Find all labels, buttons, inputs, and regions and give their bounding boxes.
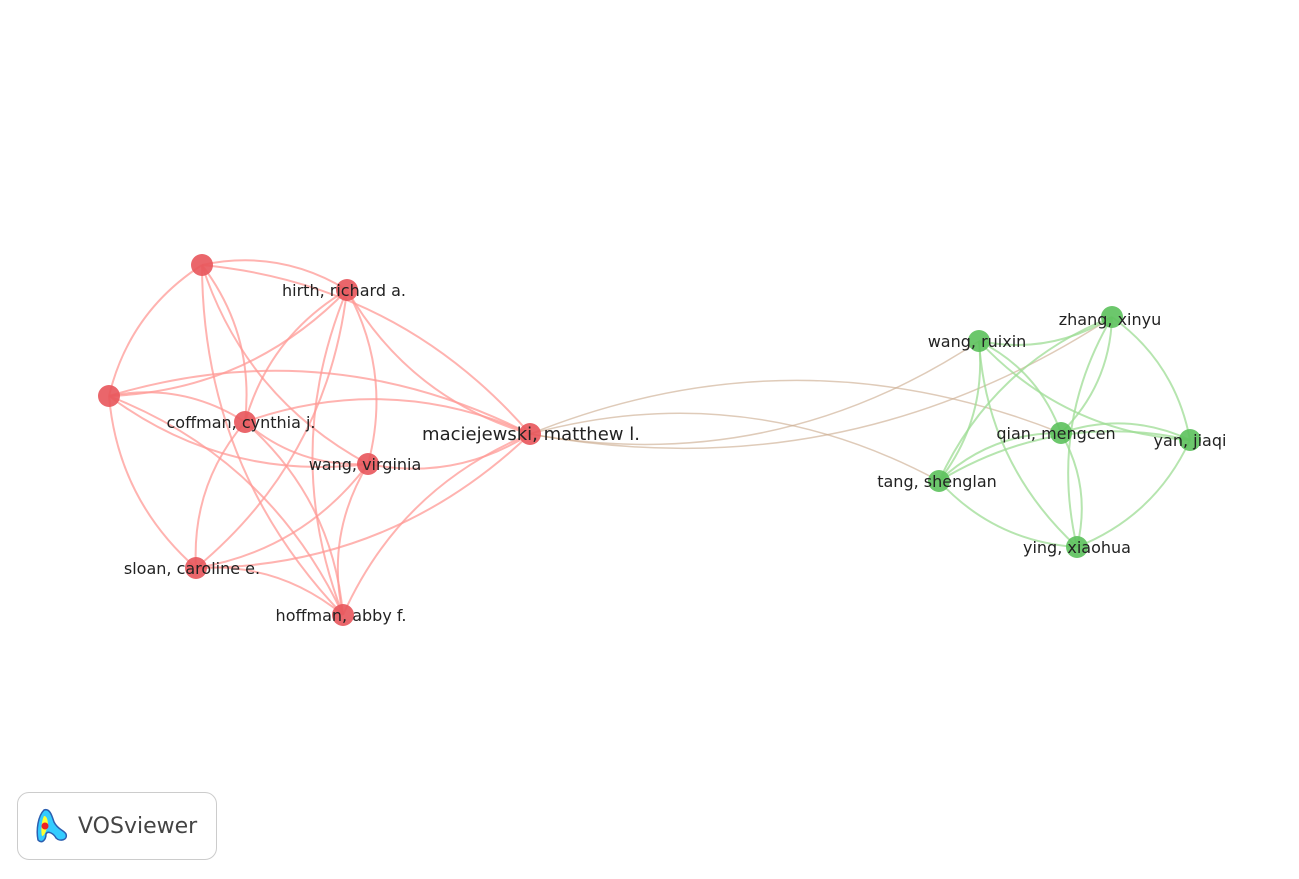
link-wangv-mac <box>367 433 531 470</box>
node-label-hirth[interactable]: hirth, richard a. <box>282 281 406 300</box>
link-zhang-qian <box>1060 316 1113 434</box>
link-n2-hoffman <box>108 395 344 616</box>
link-n2-wangv <box>108 395 369 469</box>
link-mac-sloan <box>195 433 531 569</box>
link-hirth-mac <box>346 289 531 435</box>
node-label-wangv[interactable]: wang, virginia <box>309 455 422 474</box>
link-hirth-wangv <box>346 289 378 465</box>
node-ying[interactable] <box>1066 536 1088 558</box>
link-coffman-wangv <box>244 421 369 466</box>
link-hirth-hoffman <box>311 289 348 616</box>
link-zhang-yan <box>1111 316 1191 441</box>
node-label-hoffman[interactable]: hoffman, abby f. <box>276 606 407 625</box>
link-mac-tang <box>529 412 940 482</box>
node-qian[interactable] <box>1050 422 1072 444</box>
link-n2-coffman <box>108 391 246 423</box>
link-sloan-hoffman <box>195 566 344 616</box>
link-mac-wangr <box>529 340 980 446</box>
node-label-wangr[interactable]: wang, ruixin <box>928 332 1027 351</box>
node-label-mac[interactable]: maciejewski, matthew l. <box>422 424 640 445</box>
link-wangr-zhang <box>978 316 1113 346</box>
link-tang-ying <box>938 480 1078 548</box>
node-label-tang[interactable]: tang, shenglan <box>877 472 997 491</box>
node-label-ying[interactable]: ying, xiaohua <box>1023 538 1131 557</box>
link-n1-n2 <box>108 264 203 397</box>
node-hirth[interactable] <box>336 279 358 301</box>
link-hirth-n2 <box>108 289 348 397</box>
link-n2-mac <box>108 369 531 435</box>
node-hoffman[interactable] <box>332 604 354 626</box>
node-n1[interactable] <box>191 254 213 276</box>
node-yan[interactable] <box>1179 429 1201 451</box>
node-label-sloan[interactable]: sloan, caroline e. <box>124 559 260 578</box>
node-wangr[interactable] <box>968 330 990 352</box>
link-n1-wangv <box>201 264 369 465</box>
node-zhang[interactable] <box>1101 306 1123 328</box>
node-label-yan[interactable]: yan, jiaqi <box>1154 431 1227 450</box>
node-tang[interactable] <box>928 470 950 492</box>
node-label-coffman[interactable]: coffman, cynthia j. <box>167 413 316 432</box>
vosviewer-logo[interactable]: VOSviewer <box>17 792 217 860</box>
link-hirth-coffman <box>244 289 348 423</box>
link-wangr-qian <box>978 340 1062 434</box>
link-qian-yan <box>1060 422 1191 441</box>
vosviewer-logo-icon <box>36 808 68 843</box>
node-n2[interactable] <box>98 385 120 407</box>
logo-text: VOSviewer <box>78 813 198 839</box>
nodes-layer <box>98 254 1201 626</box>
link-wangr-ying <box>978 340 1078 548</box>
link-qian-ying <box>1060 432 1083 548</box>
link-n1-hirth <box>201 259 348 291</box>
link-n1-hoffman <box>201 264 344 616</box>
node-label-qian[interactable]: qian, mengcen <box>996 424 1115 443</box>
link-mac-hoffman <box>342 433 531 616</box>
link-hirth-sloan <box>195 289 348 569</box>
link-n1-coffman <box>201 264 248 423</box>
node-wangv[interactable] <box>357 453 379 475</box>
link-wangv-sloan <box>195 463 369 569</box>
link-n1-mac <box>201 264 531 435</box>
labels-layer: hirth, richard a. coffman, cynthia j. wang… <box>124 281 1227 625</box>
link-yan-ying <box>1076 439 1191 548</box>
node-label-zhang[interactable]: zhang, xinyu <box>1059 310 1161 329</box>
link-mac-qian <box>529 379 1062 435</box>
node-sloan[interactable] <box>185 557 207 579</box>
link-n2-sloan <box>108 395 197 569</box>
edges-layer <box>108 259 1191 616</box>
link-zhang-tang <box>938 316 1113 482</box>
link-wangv-hoffman <box>336 463 369 616</box>
link-zhang-ying <box>1067 316 1113 548</box>
link-mac-zhang <box>529 316 1113 450</box>
link-coffman-sloan <box>194 421 246 569</box>
link-coffman-mac <box>244 398 531 435</box>
node-mac[interactable] <box>519 423 541 445</box>
link-qian-tang <box>938 431 1062 482</box>
node-coffman[interactable] <box>234 411 256 433</box>
